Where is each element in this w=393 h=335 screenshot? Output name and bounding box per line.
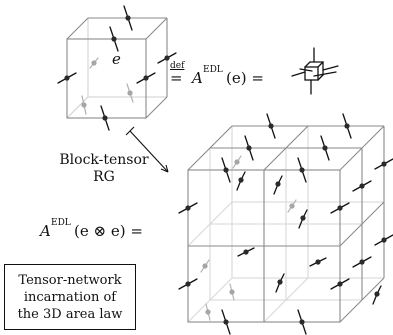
tensor-icon — [291, 47, 339, 95]
rg-arrow — [125, 126, 169, 173]
def-lhs: A — [192, 69, 203, 87]
block-lhs: A — [40, 222, 51, 240]
def-superscript: EDL — [203, 65, 223, 75]
def-equals: = — [170, 69, 183, 87]
def-argument: (e) = — [226, 69, 264, 87]
rg-label: Block-tensor RG — [58, 152, 150, 186]
note-line2: incarnation of — [23, 289, 117, 305]
block-superscript: EDL — [51, 218, 71, 228]
small-cube — [57, 5, 177, 131]
block-argument: (e ⊗ e) = — [74, 222, 143, 240]
def-symbol: def — [170, 61, 185, 71]
note-box: Tensor-network incarnation of the 3D are… — [4, 264, 136, 330]
note-line3: the 3D area law — [17, 306, 123, 322]
note-line1: Tensor-network — [18, 272, 122, 288]
big-cube — [178, 113, 393, 335]
cube-label: e — [112, 50, 121, 68]
rg-label-line2: RG — [93, 169, 115, 185]
rg-label-line1: Block-tensor — [59, 152, 149, 168]
